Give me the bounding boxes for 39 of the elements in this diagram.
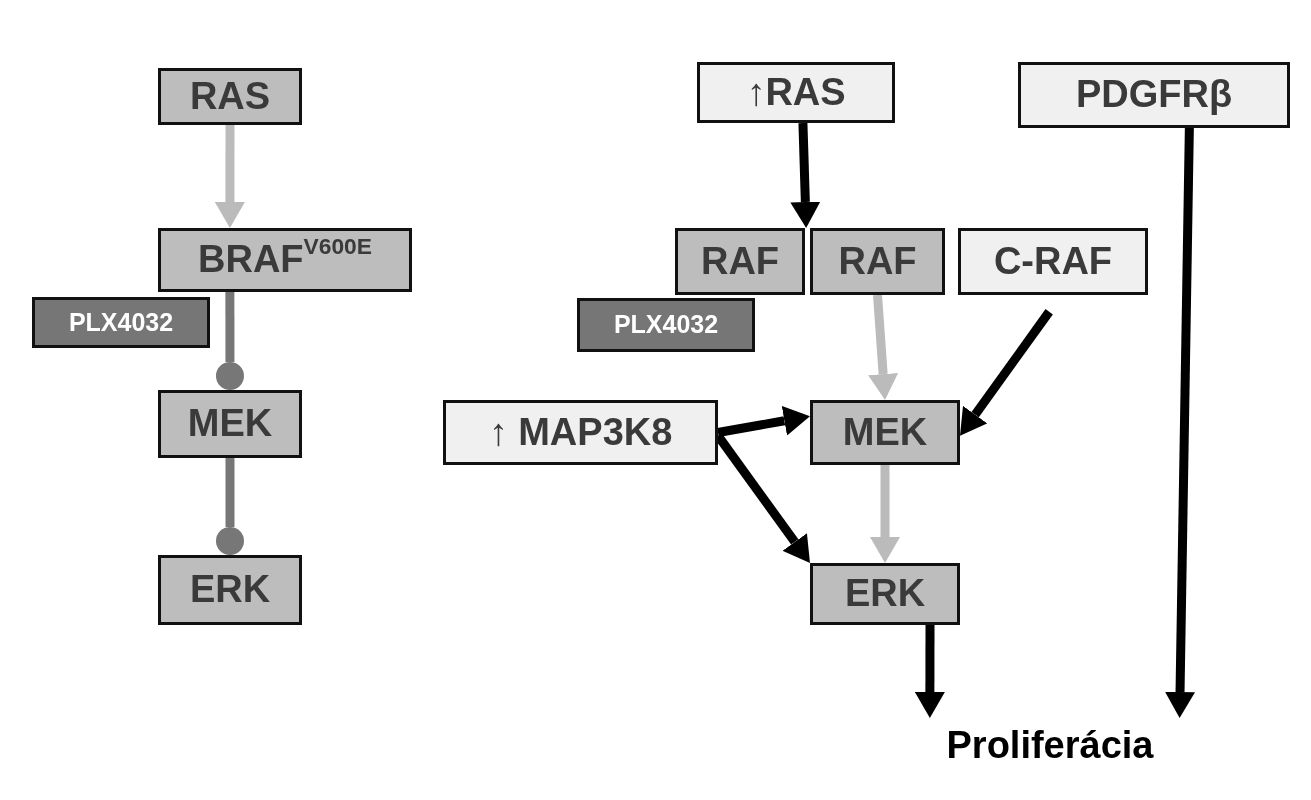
drug-box	[577, 298, 755, 352]
protein-box	[158, 390, 302, 458]
protein-box	[810, 563, 960, 625]
protein-box	[158, 228, 412, 292]
node-label: RAF	[838, 240, 917, 283]
protein-box	[958, 228, 1148, 295]
protein-box	[810, 400, 960, 465]
arrow	[214, 125, 245, 228]
protein-box	[697, 62, 895, 123]
arrow	[960, 309, 1053, 436]
arrow	[1165, 127, 1196, 718]
protein-box	[675, 228, 805, 295]
arrow	[868, 294, 899, 400]
node-label: C-RAF	[993, 240, 1113, 283]
node-label: MEK	[187, 403, 273, 445]
node-label: RAF	[700, 240, 780, 283]
inhibition-connector	[216, 292, 244, 390]
node-label: PLX4032	[68, 308, 174, 337]
node-label: ↑RAS	[746, 71, 846, 114]
arrow	[717, 406, 810, 437]
protein-box	[810, 228, 945, 295]
outcome-label: Proliferácia	[915, 718, 1185, 774]
drug-box	[32, 297, 210, 348]
arrow	[870, 465, 900, 563]
protein-box	[1018, 62, 1290, 128]
node-label: MEK	[842, 411, 928, 454]
protein-box	[158, 68, 302, 125]
inhibition-connector	[216, 458, 244, 555]
protein-box	[443, 400, 718, 465]
node-label: RAS	[189, 75, 271, 118]
protein-box	[158, 555, 302, 625]
arrow	[790, 122, 821, 228]
node-label: PDGFRβ	[1075, 74, 1233, 116]
node-label: ERK	[844, 573, 926, 615]
arrow	[914, 625, 945, 718]
node-label: ↑ MAP3K8	[488, 411, 673, 454]
node-label: PLX4032	[613, 311, 719, 339]
node-label: ERK	[189, 569, 271, 611]
node-label: BRAF$^{V600E}$	[198, 239, 372, 281]
